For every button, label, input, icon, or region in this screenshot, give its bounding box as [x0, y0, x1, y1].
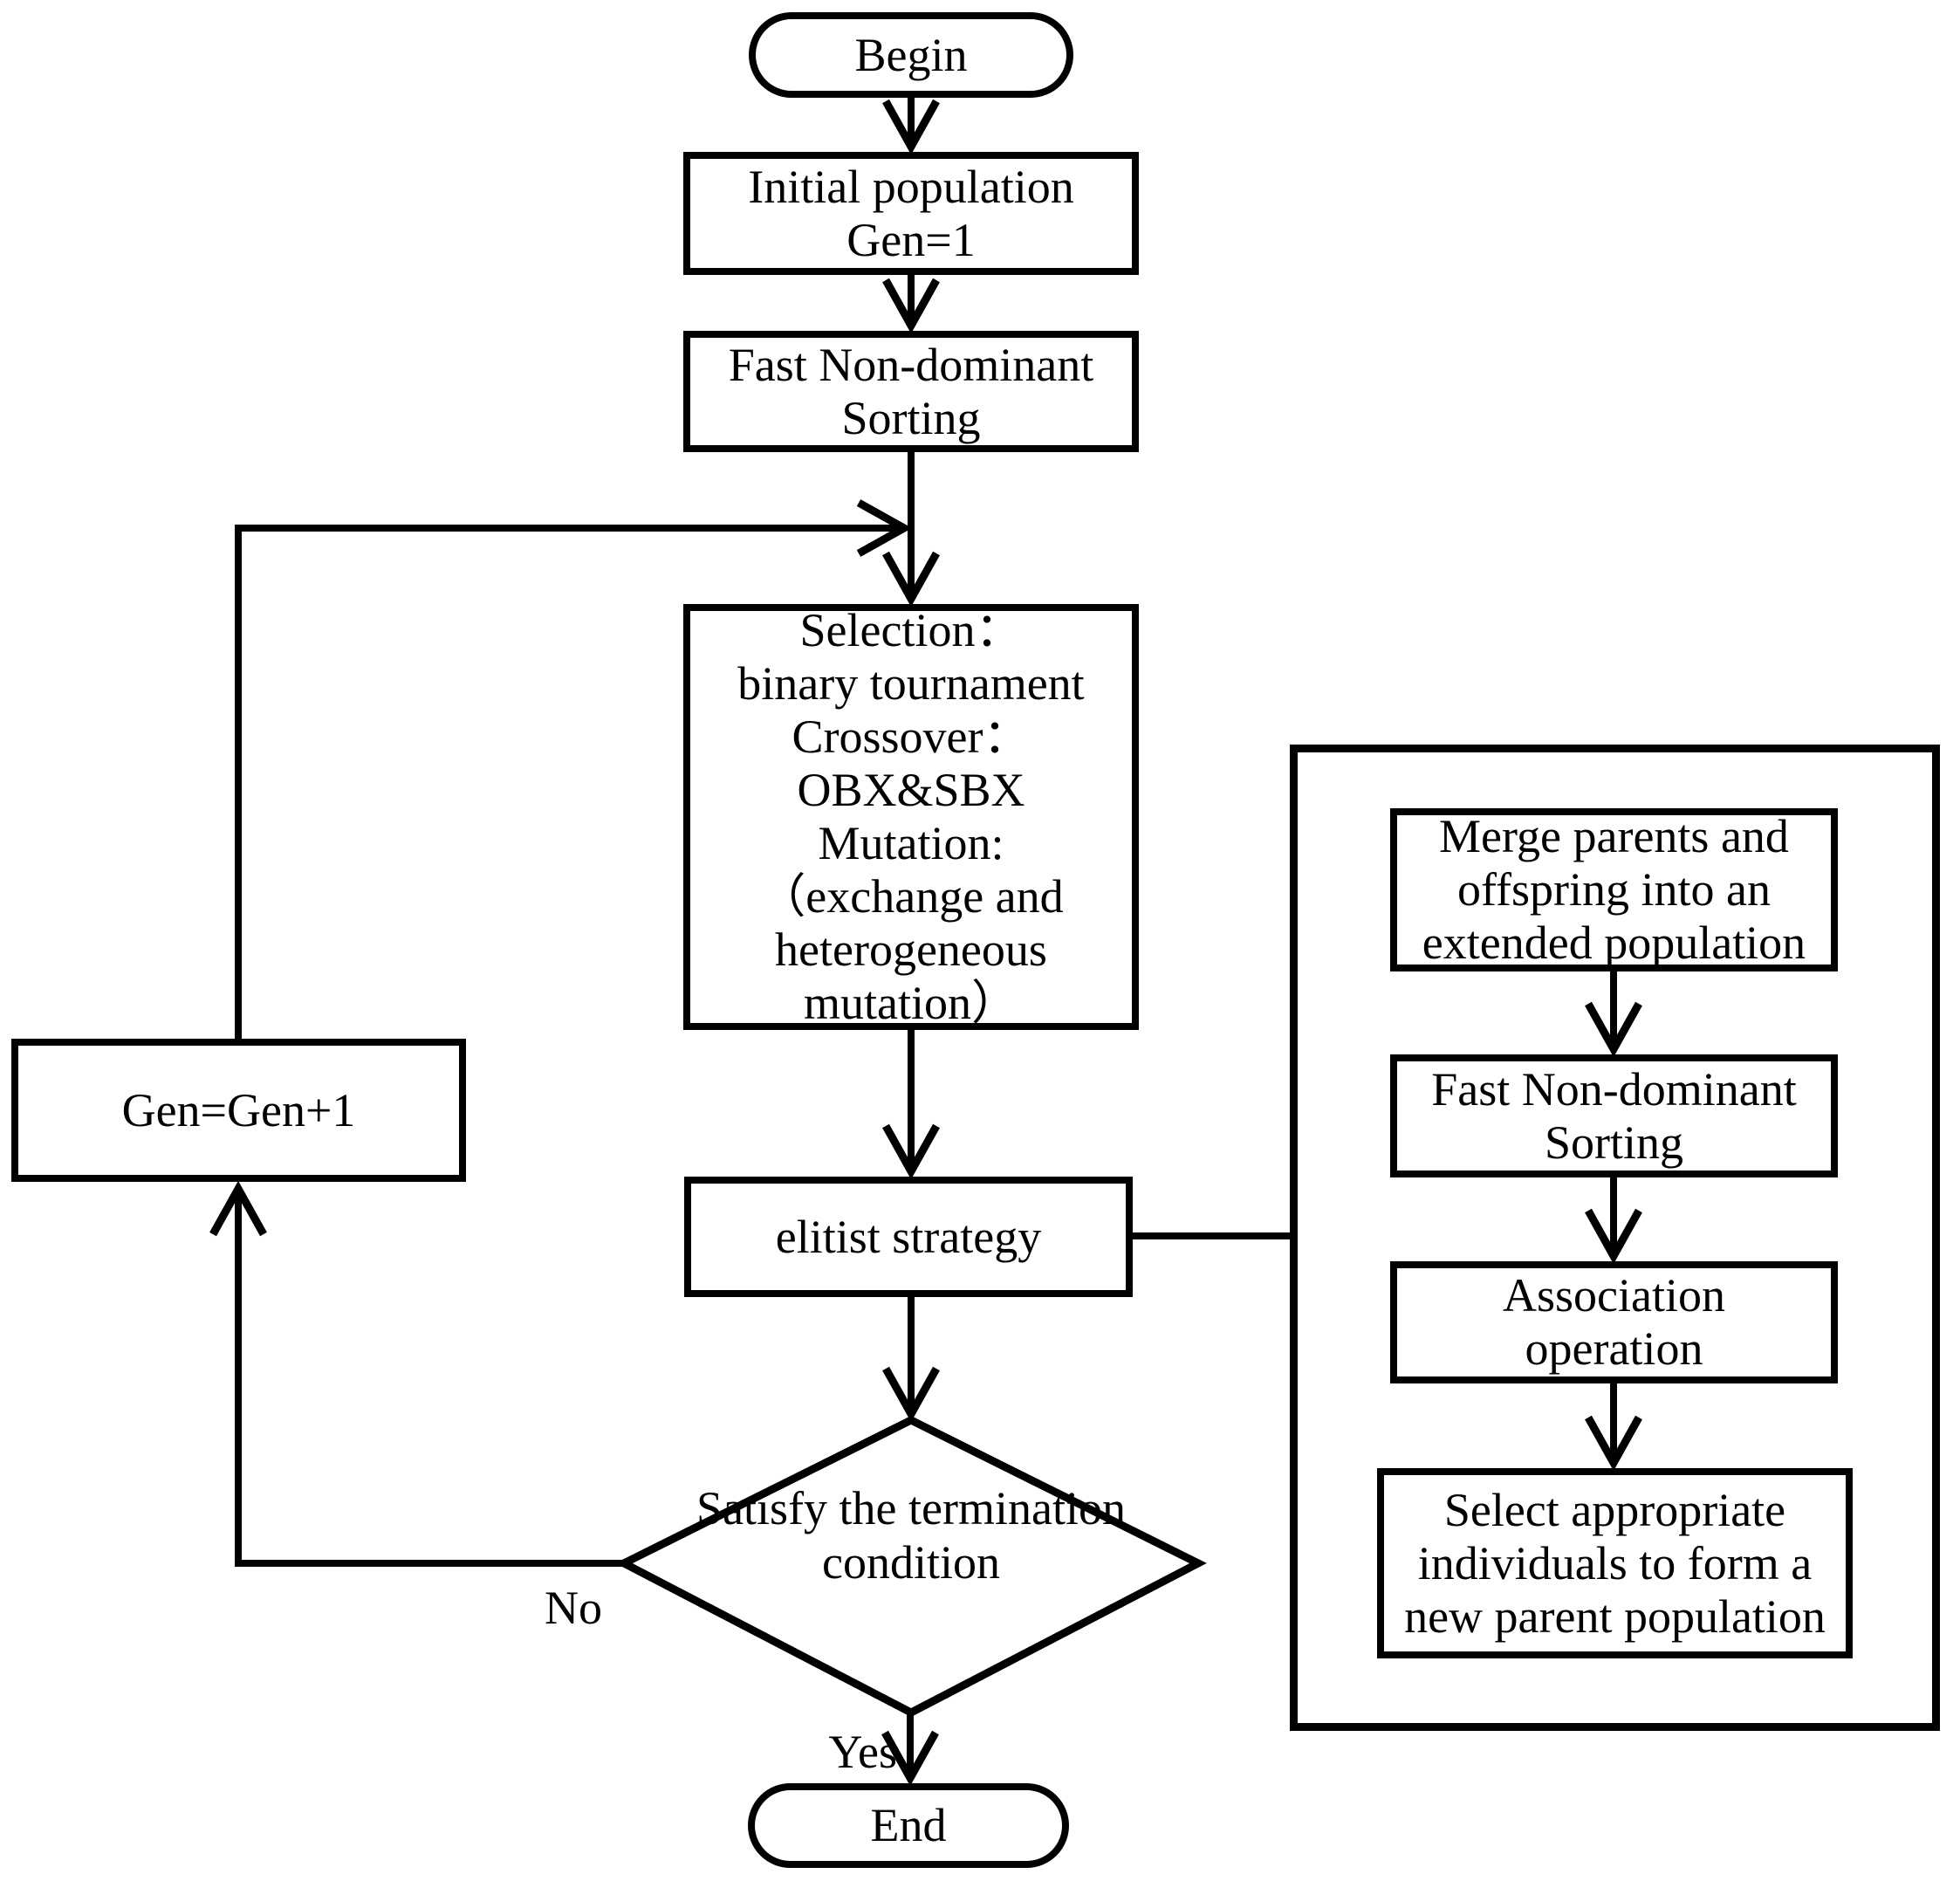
node-decision-label: Satisfy the termination condition: [696, 1482, 1126, 1589]
node-fast-sorting-right: Fast Non-dominant Sorting: [1390, 1054, 1838, 1177]
decision-diamond: [615, 1415, 1207, 1718]
edge-no-branch: [209, 1180, 624, 1567]
branch-label-no: No: [545, 1582, 602, 1634]
node-end: End: [748, 1783, 1069, 1868]
node-genetic-operators: Selection： binary tournament Crossover： …: [683, 604, 1139, 1030]
edge-loop-back: [235, 499, 913, 1039]
node-association-operation: Association operation: [1390, 1261, 1838, 1383]
elitist-detail-container: [1290, 745, 1940, 1731]
node-fast-sorting: Fast Non-dominant Sorting: [683, 331, 1139, 452]
node-begin: Begin: [749, 12, 1073, 98]
node-select-new-parents: Select appropriate individuals to form a…: [1377, 1468, 1853, 1658]
branch-label-yes: Yes: [828, 1726, 897, 1778]
node-gen-increment: Gen=Gen+1: [11, 1039, 466, 1182]
node-elitist-strategy: elitist strategy: [684, 1177, 1133, 1297]
node-initial-population: Initial population Gen=1: [683, 152, 1139, 275]
node-merge-population: Merge parents and offspring into an exte…: [1390, 808, 1838, 971]
